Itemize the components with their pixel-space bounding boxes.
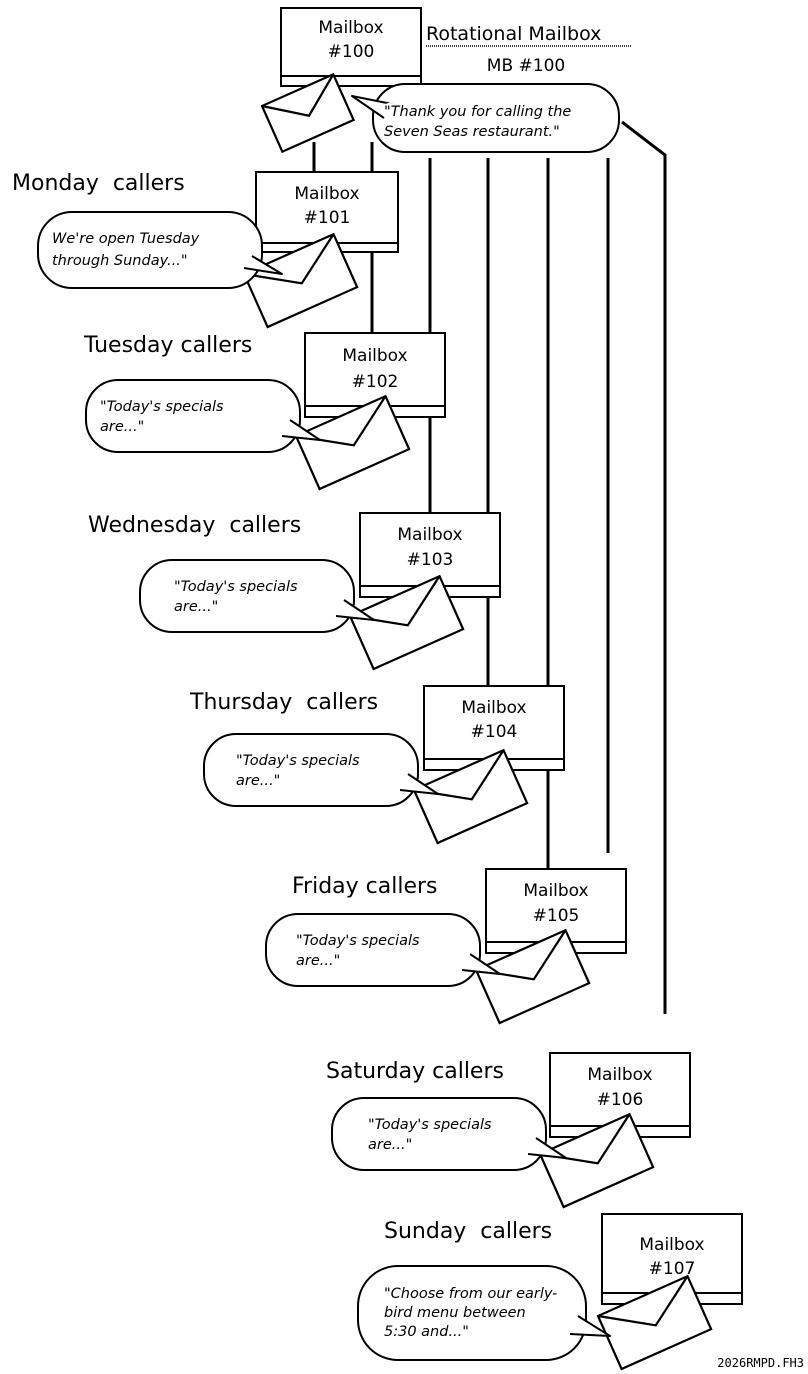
greeting-102-line-2: are..." bbox=[100, 419, 144, 435]
greeting-101-line-2: through Sunday..." bbox=[52, 253, 188, 269]
envelope-icon bbox=[596, 1274, 713, 1371]
connector-lines bbox=[312, 120, 667, 1014]
caller-label-thursday: Thursday callers bbox=[189, 690, 378, 715]
greeting-101-line-1: We're open Tuesday bbox=[52, 231, 200, 247]
mailbox-105-number: #105 bbox=[533, 906, 580, 926]
speech-bubble-103: "Today's specials are..." bbox=[139, 559, 375, 633]
connector-line-107 bbox=[621, 120, 667, 1014]
greeting-100-line-2: Seven Seas restaurant." bbox=[384, 124, 560, 140]
mailbox-100-label: Mailbox bbox=[318, 18, 383, 38]
mailbox-107-label: Mailbox bbox=[639, 1235, 704, 1255]
caller-label-sunday: Sunday callers bbox=[384, 1219, 552, 1244]
speech-bubble-102: "Today's specials are..." bbox=[85, 379, 321, 453]
sunday-group: Sunday callers Mailbox #107 "Choose from… bbox=[357, 1213, 743, 1371]
mailbox-101-box bbox=[255, 171, 399, 253]
mailbox-106-label: Mailbox bbox=[587, 1065, 652, 1085]
mailbox-104-number: #104 bbox=[471, 722, 518, 742]
greeting-104-line-1: "Today's specials bbox=[236, 753, 360, 769]
speech-bubble-105: "Today's specials are..." bbox=[265, 913, 501, 987]
diagram-title: Rotational Mailbox bbox=[426, 23, 601, 45]
mailbox-101-label: Mailbox bbox=[294, 184, 359, 204]
figure-code: 2026RMPD.FH3 bbox=[717, 1356, 804, 1370]
mailbox-100-slot bbox=[280, 75, 422, 87]
greeting-106-line-2: are..." bbox=[368, 1137, 412, 1153]
caller-label-friday: Friday callers bbox=[292, 874, 438, 899]
speech-bubble-107: "Choose from our early- bird menu betwee… bbox=[357, 1265, 611, 1361]
thursday-group: Thursday callers Mailbox #104 "Today's s… bbox=[189, 685, 565, 845]
mailbox-105-label: Mailbox bbox=[523, 881, 588, 901]
greeting-100-line-1: "Thank you for calling the bbox=[384, 104, 571, 120]
greeting-103-line-1: "Today's specials bbox=[174, 579, 298, 595]
caller-label-saturday: Saturday callers bbox=[326, 1059, 504, 1084]
diagram-subtitle: MB #100 bbox=[487, 56, 565, 76]
envelope-icon bbox=[260, 72, 356, 154]
speech-bubble-101: We're open Tuesday through Sunday..." bbox=[37, 211, 283, 289]
greeting-107-line-2: bird menu between bbox=[384, 1305, 526, 1321]
caller-label-wednesday: Wednesday callers bbox=[88, 513, 301, 538]
greeting-103-line-2: are..." bbox=[174, 599, 218, 615]
mailbox-100-number: #100 bbox=[328, 42, 375, 62]
speech-bubble-100: "Thank you for calling the Seven Seas re… bbox=[351, 83, 620, 153]
envelope-icon bbox=[474, 928, 591, 1025]
mailbox-106-number: #106 bbox=[597, 1090, 644, 1110]
greeting-102-line-1: "Today's specials bbox=[100, 399, 224, 415]
day-groups: Monday callers Mailbox #101 We're open T… bbox=[12, 171, 743, 1371]
caller-label-monday: Monday callers bbox=[12, 171, 185, 196]
mailbox-103-number: #103 bbox=[407, 550, 454, 570]
envelope-icon bbox=[242, 232, 359, 329]
greeting-105-line-1: "Today's specials bbox=[296, 933, 420, 949]
mailbox-102-label: Mailbox bbox=[342, 346, 407, 366]
greeting-104-line-2: are..." bbox=[236, 773, 280, 789]
greeting-107-line-3: 5:30 and..." bbox=[384, 1324, 469, 1340]
mailbox-104-label: Mailbox bbox=[461, 698, 526, 718]
caller-label-tuesday: Tuesday callers bbox=[83, 333, 252, 358]
mailbox-101-number: #101 bbox=[304, 208, 351, 228]
friday-group: Friday callers Mailbox #105 "Today's spe… bbox=[265, 868, 627, 1025]
wednesday-group: Wednesday callers Mailbox #103 "Today's … bbox=[88, 512, 501, 671]
tuesday-group: Tuesday callers Mailbox #102 "Today's sp… bbox=[83, 332, 446, 491]
monday-group: Monday callers Mailbox #101 We're open T… bbox=[12, 171, 399, 329]
speech-bubble-104: "Today's specials are..." bbox=[203, 733, 439, 807]
mailbox-103-label: Mailbox bbox=[397, 525, 462, 545]
greeting-106-line-1: "Today's specials bbox=[368, 1117, 492, 1133]
mailbox-102-number: #102 bbox=[352, 372, 399, 392]
mailbox-107-number: #107 bbox=[649, 1259, 696, 1279]
mailbox-100: Mailbox #100 "Thank you for calling the … bbox=[260, 7, 620, 154]
greeting-105-line-2: are..." bbox=[296, 953, 340, 969]
greeting-107-line-1: "Choose from our early- bbox=[384, 1286, 557, 1302]
saturday-group: Saturday callers Mailbox #106 "Today's s… bbox=[326, 1052, 691, 1209]
speech-bubble-106: "Today's specials are..." bbox=[331, 1097, 567, 1171]
